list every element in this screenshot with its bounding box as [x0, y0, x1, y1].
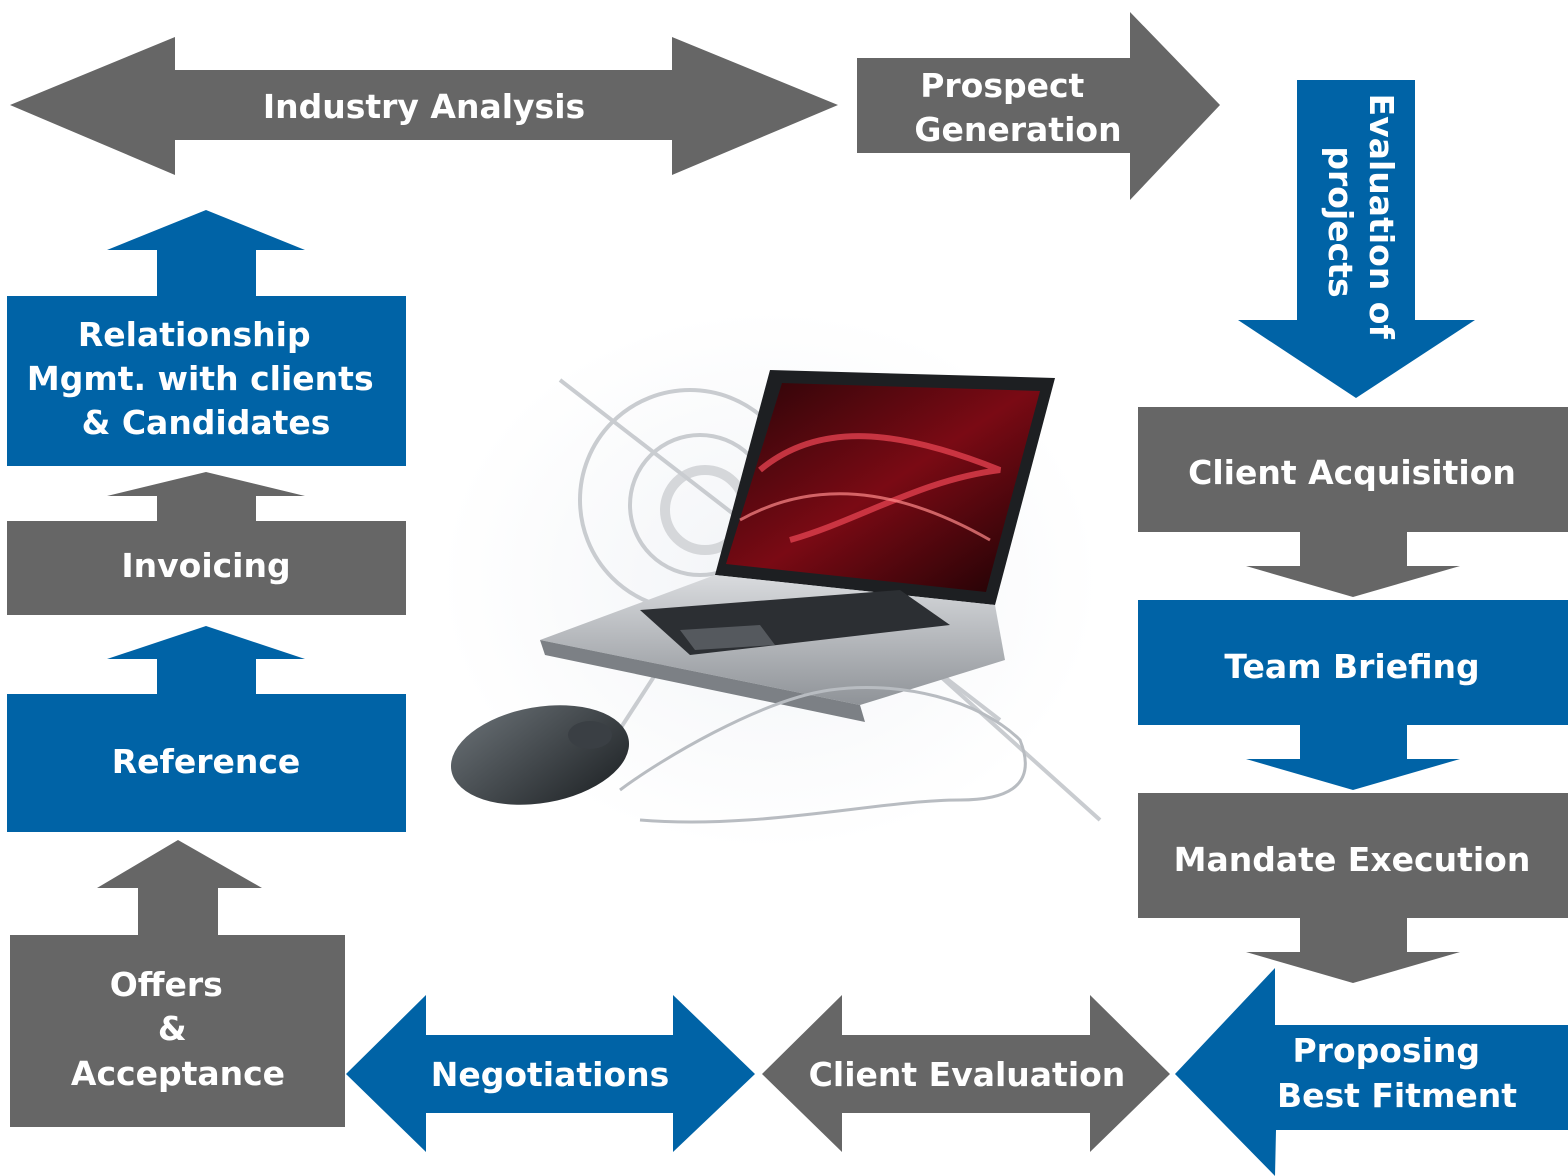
client-acquisition-box: [1138, 407, 1568, 532]
team-briefing-label: Team Briefing: [1224, 647, 1479, 686]
negotiations-arrow: [346, 995, 755, 1152]
industry-analysis-label: Industry Analysis: [263, 87, 585, 126]
reference-label: Reference: [112, 742, 301, 781]
client-acquisition-label: Client Acquisition: [1188, 453, 1516, 492]
industry-analysis-arrow: [10, 37, 838, 175]
mandate-execution-label: Mandate Execution: [1174, 840, 1531, 879]
up-arrow-relationship: [107, 210, 305, 296]
relationship-mgmt-box: [7, 296, 406, 466]
evaluation-of-projects-label: Evaluation of projects: [1321, 94, 1401, 351]
invoicing-label: Invoicing: [121, 546, 290, 585]
team-briefing-box: [1138, 600, 1568, 725]
prospect-generation-label: Prospect Generation: [914, 66, 1121, 149]
up-arrow-invoicing: [107, 472, 305, 521]
down-arrow-2: [1246, 725, 1460, 790]
reference-box: [7, 694, 406, 832]
mandate-execution-box: [1138, 793, 1568, 918]
relationship-mgmt-label: Relationship Mgmt. with clients & Candid…: [27, 315, 385, 442]
down-arrow-1: [1246, 532, 1460, 597]
client-evaluation-label: Client Evaluation: [809, 1055, 1126, 1094]
evaluation-of-projects-arrow: [1238, 80, 1475, 398]
laptop-with-mouse-icon: [440, 310, 1102, 850]
negotiations-label: Negotiations: [431, 1055, 670, 1094]
offers-acceptance-box: [10, 935, 345, 1127]
up-arrow-offers: [97, 840, 262, 935]
down-arrow-3: [1246, 918, 1460, 983]
client-evaluation-arrow: [762, 995, 1170, 1152]
prospect-generation-arrow: [857, 12, 1220, 200]
offers-acceptance-label: Offers & Acceptance: [71, 965, 285, 1093]
invoicing-box: [7, 521, 406, 615]
up-arrow-reference: [107, 626, 305, 694]
proposing-best-fitment-arrow: [1175, 968, 1568, 1176]
proposing-best-fitment-label: Proposing Best Fitment: [1277, 1031, 1517, 1115]
